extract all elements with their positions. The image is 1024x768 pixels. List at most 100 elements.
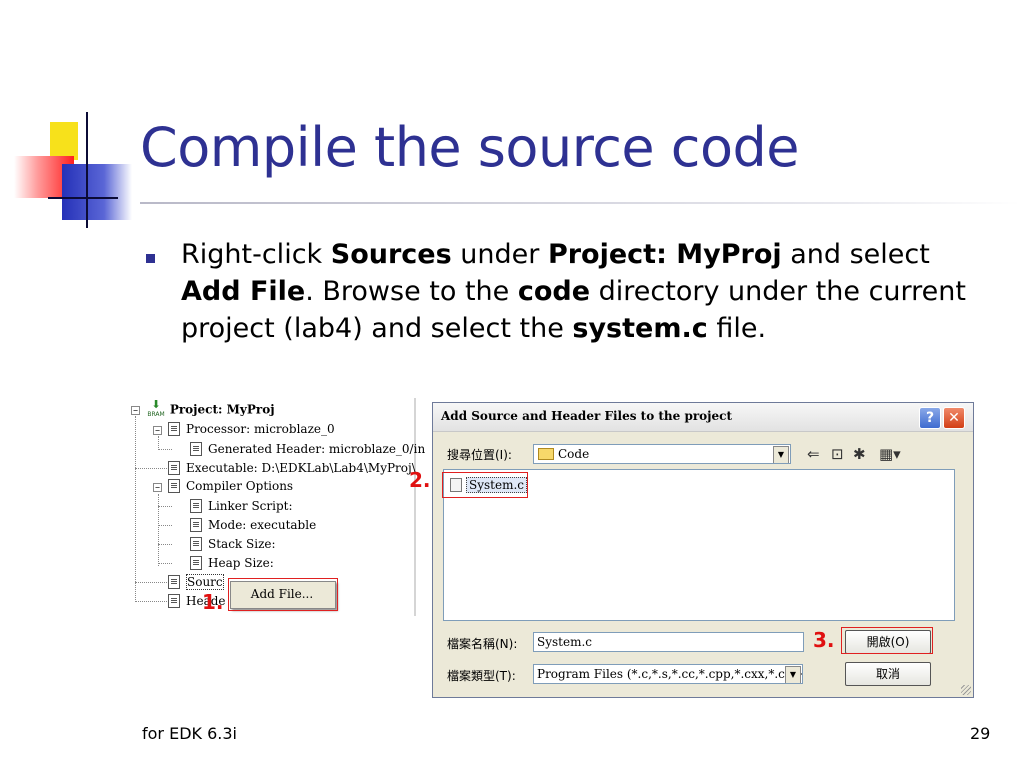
- tree-connector: [158, 494, 159, 566]
- document-icon: [168, 593, 180, 608]
- dialog-titlebar[interactable]: Add Source and Header Files to the proje…: [433, 403, 973, 432]
- document-icon: [168, 574, 180, 589]
- tree-item-label: Processor: microblaze_0: [186, 422, 335, 436]
- filetype-value: Program Files (*.c,*.s,*.cc,*.cpp,*.cxx,…: [537, 667, 803, 681]
- tree-item-label: Heade: [186, 594, 226, 608]
- tree-item-heap-size[interactable]: Heap Size:: [190, 555, 274, 572]
- tree-item-label: Sourc: [186, 574, 224, 590]
- filename-label: 檔案名稱(N):: [447, 637, 518, 651]
- decor-vertical-line: [86, 112, 88, 228]
- context-menu: Add File...: [230, 581, 336, 609]
- decor-blue-block: [62, 164, 132, 220]
- new-folder-icon[interactable]: ✱: [853, 445, 866, 463]
- step-3-label: 3.: [813, 628, 835, 652]
- tree-item-sources[interactable]: Sourc: [168, 574, 224, 591]
- tree-connector: [135, 601, 171, 602]
- document-icon: [190, 441, 202, 456]
- tree-item-label: Heap Size:: [208, 556, 274, 570]
- dialog-title: Add Source and Header Files to the proje…: [441, 409, 732, 423]
- back-arrow-icon[interactable]: ⇐: [807, 445, 820, 463]
- step-1-label: 1.: [202, 590, 224, 614]
- decor-yellow-block: [50, 122, 78, 160]
- file-item-system-c[interactable]: System.c: [450, 476, 527, 494]
- text-run: and select: [781, 239, 930, 270]
- bullet-text: Right-click Sources under Project: MyPro…: [181, 236, 991, 347]
- tree-item-stack-size[interactable]: Stack Size:: [190, 536, 276, 553]
- resize-grip[interactable]: [961, 685, 971, 695]
- project-tree-panel: − ⬇BRAM Project: MyProj − Processor: mic…: [124, 398, 425, 616]
- tree-item-label: Generated Header: microblaze_0/in: [208, 442, 426, 456]
- bold-add-file: Add File: [181, 276, 306, 307]
- look-in-value: Code: [558, 447, 590, 461]
- text-run: . Browse to the: [305, 276, 518, 307]
- collapse-toggle[interactable]: −: [153, 483, 162, 492]
- page-number: 29: [970, 724, 991, 743]
- up-folder-icon[interactable]: ⊡: [831, 445, 844, 463]
- open-button[interactable]: 開啟(O): [845, 630, 931, 654]
- view-menu-icon[interactable]: ▦▾: [879, 445, 901, 463]
- file-name: System.c: [466, 477, 527, 493]
- document-icon: [190, 498, 202, 513]
- document-icon: [168, 421, 180, 436]
- text-run: directory under the current project (lab…: [181, 276, 966, 344]
- tree-root-label: Project: MyProj: [169, 402, 275, 417]
- c-file-icon: [450, 477, 462, 492]
- tree-connector: [135, 582, 171, 583]
- bold-code: code: [517, 276, 591, 307]
- filetype-label: 檔案類型(T):: [447, 669, 516, 683]
- tree-connector: [158, 525, 172, 526]
- highlight-box-system-c: [442, 472, 528, 498]
- tree-item-label: Executable: D:\EDKLab\Lab4\MyProj\: [186, 461, 416, 475]
- tree-item-compiler-options[interactable]: Compiler Options: [168, 478, 293, 495]
- title-divider: [140, 202, 1020, 204]
- tree-item-label: Stack Size:: [208, 537, 276, 551]
- filename-input[interactable]: System.c: [533, 632, 804, 652]
- bullet-marker: [146, 254, 155, 263]
- document-icon: [168, 460, 180, 475]
- tree-connector: [158, 436, 159, 450]
- look-in-label: 搜尋位置(I):: [447, 448, 512, 462]
- slide-title: Compile the source code: [140, 116, 800, 179]
- decor-horizontal-line: [48, 197, 118, 199]
- text-run: under: [451, 239, 548, 270]
- tree-connector: [158, 563, 172, 564]
- filetype-dropdown[interactable]: Program Files (*.c,*.s,*.cc,*.cpp,*.cxx,…: [533, 664, 803, 684]
- highlight-box-open: [841, 627, 933, 654]
- tree-item-headers[interactable]: Heade: [168, 593, 226, 610]
- tree-item-generated-header[interactable]: Generated Header: microblaze_0/in: [190, 441, 425, 458]
- help-button[interactable]: ?: [919, 407, 941, 429]
- dropdown-arrow-icon[interactable]: ▼: [773, 446, 789, 463]
- tree-connector: [158, 449, 172, 450]
- bold-system-c: system.c: [572, 313, 708, 344]
- tree-item-mode[interactable]: Mode: executable: [190, 517, 316, 534]
- look-in-dropdown[interactable]: Code ▼: [533, 444, 791, 464]
- footer-text: for EDK 6.3i: [142, 724, 237, 743]
- tree-connector: [158, 506, 172, 507]
- menu-item-add-file[interactable]: Add File...: [250, 587, 314, 601]
- collapse-toggle[interactable]: −: [153, 426, 162, 435]
- text-run: file.: [707, 313, 767, 344]
- add-files-dialog: Add Source and Header Files to the proje…: [432, 402, 974, 698]
- collapse-toggle[interactable]: −: [131, 406, 140, 415]
- tree-connector: [135, 468, 171, 469]
- tree-connector: [158, 544, 172, 545]
- tree-item-executable[interactable]: Executable: D:\EDKLab\Lab4\MyProj\: [168, 460, 416, 477]
- cancel-button[interactable]: 取消: [845, 662, 931, 686]
- tree-item-linker-script[interactable]: Linker Script:: [190, 498, 293, 515]
- bold-project: Project: MyProj: [547, 239, 782, 270]
- bram-download-icon: ⬇BRAM: [147, 398, 165, 418]
- document-icon: [190, 536, 202, 551]
- dropdown-arrow-icon[interactable]: ▼: [785, 666, 801, 683]
- highlight-box-add-file: [228, 578, 338, 611]
- file-list[interactable]: System.c: [443, 469, 955, 621]
- bram-label: BRAM: [147, 411, 165, 418]
- close-button[interactable]: ✕: [943, 407, 965, 429]
- step-2-label: 2.: [409, 468, 431, 492]
- document-icon: [190, 517, 202, 532]
- tree-item-processor[interactable]: Processor: microblaze_0: [168, 421, 335, 438]
- tree-connector: [135, 416, 136, 602]
- tree-root-project[interactable]: ⬇BRAM Project: MyProj: [146, 398, 275, 418]
- document-icon: [168, 478, 180, 493]
- tree-item-label: Linker Script:: [208, 499, 293, 513]
- tree-item-label: Compiler Options: [186, 479, 294, 493]
